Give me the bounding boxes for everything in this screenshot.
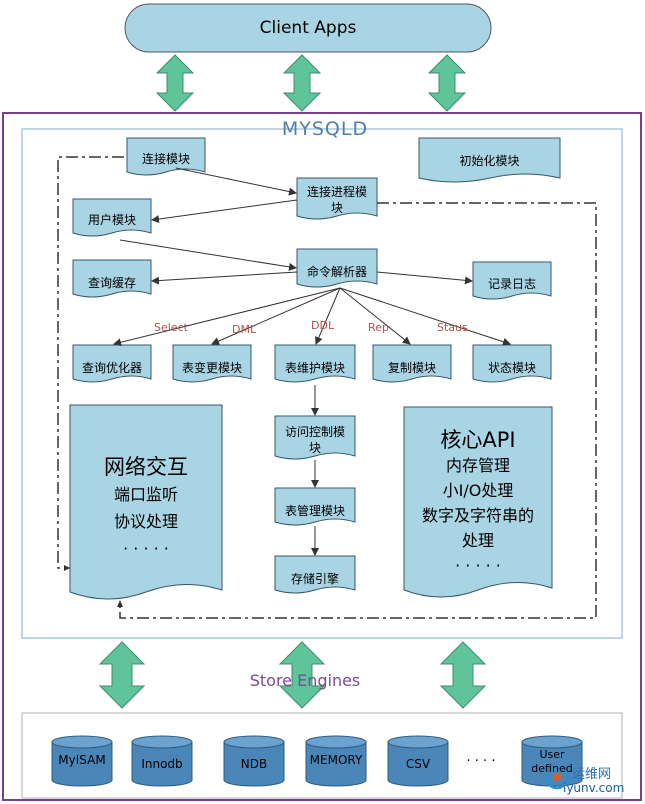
engine-ndb-label: NDB [240,757,268,771]
loop-arrowhead-bottom [117,600,123,607]
module-connection-process: 连接进程模 块 [297,184,377,216]
core-api-title: 核心API [440,428,516,452]
engine-memory-label: MEMORY [309,753,363,767]
box-command-parser [296,248,378,288]
box-storage-engine [274,555,356,594]
engine-user-defined-line2: defined [531,762,573,775]
module-connection-process-line2: 块 [330,201,343,215]
box-query-cache [72,259,152,298]
module-access-control-line1: 访问控制模 [284,425,345,439]
cylinder-csv [387,735,449,787]
box-network [69,404,223,600]
box-init [418,137,561,183]
watermark-line1: 运维网 [572,767,612,782]
core-api-line4: 处理 [461,531,494,550]
client-arrows [155,54,467,112]
module-table-maintain: 表维护模块 [284,361,345,375]
box-connection [126,137,206,176]
box-logging [472,261,552,300]
cylinder-ndb [223,735,285,787]
module-access-control-line2: 块 [308,441,321,455]
network-line2: 协议处理 [113,512,178,531]
engine-innodb-label: Innodb [141,757,183,771]
core-api-dots: · · · · · [455,556,501,575]
edge-label-select: Select [154,321,188,334]
box-connection-process [296,177,378,220]
box-user [72,198,152,237]
box-replication [372,344,452,383]
client-apps-label: Client Apps [259,18,357,38]
core-api-line2: 小I/O处理 [442,481,514,500]
mysqld-title: MYSQLD [281,118,369,140]
engine-csv-label: CSV [405,757,431,771]
box-optimizer [72,344,152,383]
module-query-cache: 查询缓存 [87,276,136,290]
network-box-text: 网络交互 端口监听 协议处理 · · · · · [70,454,222,562]
box-core-api [403,406,553,598]
box-status [472,344,552,383]
flow-arrows [113,167,511,556]
module-init: 初始化模块 [459,154,520,168]
box-access-control [274,415,356,460]
watermark-line2: iyunv.com [563,781,625,795]
engine-user-defined-line1: User [539,748,565,761]
module-status: 状态模块 [487,361,536,375]
module-user: 用户模块 [87,213,136,227]
core-api-box-text: 核心API 内存管理 小I/O处理 数字及字符串的 处理 · · · · · [404,428,552,578]
box-table-manager [274,487,356,526]
module-logging: 记录日志 [487,277,536,291]
loop-arrowhead-left [64,565,70,571]
module-storage-engine: 存储引擎 [290,572,339,586]
module-table-manager: 表管理模块 [284,504,345,518]
outer-border [2,112,642,801]
cylinder-myisam [51,735,113,787]
engine-myisam-label: MyISAM [58,753,106,767]
engine-ellipsis: · · · · [466,754,496,769]
edge-label-staus: Staus [437,321,468,334]
edge-label-dml: DML [232,323,257,336]
module-command-parser: 命令解析器 [306,265,367,279]
module-optimizer: 查询优化器 [81,361,142,375]
module-table-change: 表变更模块 [181,361,242,375]
mysqld-panel [21,128,623,639]
cylinder-innodb [131,735,193,787]
client-apps-shape [124,3,492,53]
network-line1: 端口监听 [113,485,178,504]
module-replication: 复制模块 [387,361,436,375]
engine-arrows [98,641,487,709]
network-title: 网络交互 [104,455,188,479]
engine-user-defined-label: User defined [522,748,582,776]
watermark-icon [544,764,570,790]
engine-cylinders [51,735,583,787]
core-api-line3: 数字及字符串的 [421,506,534,525]
module-connection-process-line1: 连接进程模 [306,185,367,199]
edge-label-ddl: DDL [311,319,335,332]
box-table-maintain [274,344,356,383]
edge-label-rep: Rep [368,321,389,334]
network-dots: · · · · · [123,539,169,558]
box-table-change [172,344,252,383]
module-boxes [69,137,561,600]
module-connection: 连接模块 [141,152,190,166]
cylinder-memory [305,735,367,787]
core-api-line1: 内存管理 [445,456,510,475]
module-access-control: 访问控制模 块 [275,424,355,456]
store-engines-title: Store Engines [249,671,361,690]
store-engines-panel [21,712,623,799]
